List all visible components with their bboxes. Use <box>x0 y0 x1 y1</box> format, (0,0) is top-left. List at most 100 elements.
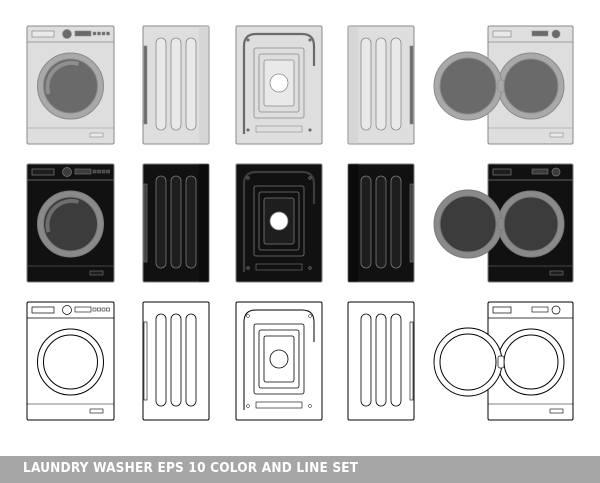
side-shade <box>348 164 358 282</box>
bolt-icon <box>308 404 312 408</box>
display-screen <box>531 168 549 175</box>
base-strip <box>255 125 303 133</box>
side-shade <box>348 26 358 144</box>
detergent-drawer <box>31 306 55 314</box>
caption-text: LAUNDRY WASHER EPS 10 COLOR AND LINE SET <box>23 460 359 476</box>
bolt-icon <box>308 266 312 270</box>
bolt-icon <box>246 128 250 132</box>
drum-opening <box>503 196 559 252</box>
program-knob-icon <box>62 167 72 177</box>
side-rib <box>185 313 197 407</box>
open-door-glass <box>439 333 497 391</box>
panel-button <box>92 169 97 174</box>
filter-hatch <box>549 132 564 138</box>
drum-opening <box>503 334 559 390</box>
washer-back-black <box>235 163 323 283</box>
door-glass <box>43 58 98 114</box>
back-port-icon <box>269 211 289 231</box>
washer-left-side-line <box>142 301 210 421</box>
back-port-icon <box>269 349 289 369</box>
side-rib <box>185 175 197 269</box>
panel-button <box>92 307 97 312</box>
door-edge <box>409 183 414 263</box>
washer-left-side-gray <box>142 25 210 145</box>
door-hinge <box>497 217 505 231</box>
bolt-icon <box>246 404 250 408</box>
door-edge <box>143 45 148 125</box>
bolt-icon <box>246 314 250 318</box>
washer-front-line <box>26 301 115 421</box>
program-knob-icon <box>62 29 72 39</box>
glass-reflection <box>45 60 80 95</box>
side-rib <box>390 313 402 407</box>
side-rib <box>170 313 182 407</box>
door-hinge <box>497 79 505 93</box>
open-door-glass <box>439 195 497 253</box>
glass-reflection <box>45 198 80 233</box>
side-shade <box>199 26 209 144</box>
hose-outline <box>242 170 316 272</box>
panel-button <box>101 169 106 174</box>
panel-button <box>97 169 101 174</box>
washer-back-line <box>235 301 323 421</box>
panel-button <box>106 169 110 174</box>
detergent-drawer <box>492 306 512 314</box>
display-screen <box>74 30 92 37</box>
side-shade <box>199 164 209 282</box>
door-edge <box>143 183 148 263</box>
panel-button <box>106 31 110 36</box>
side-rib <box>170 37 182 131</box>
filter-hatch <box>549 270 564 276</box>
display-screen <box>531 30 549 37</box>
door-edge <box>409 321 414 401</box>
side-rib <box>375 37 387 131</box>
filter-hatch <box>89 408 104 414</box>
washer-front-open-line <box>433 301 574 421</box>
hose-outline <box>242 32 316 134</box>
bolt-icon <box>308 314 312 318</box>
side-rib <box>360 175 372 269</box>
filter-hatch <box>89 132 104 138</box>
side-rib <box>155 313 167 407</box>
bolt-icon <box>246 176 250 180</box>
display-screen <box>74 168 92 175</box>
door-glass <box>43 196 98 252</box>
washer-back-gray <box>235 25 323 145</box>
bolt-icon <box>246 38 250 42</box>
detergent-drawer <box>492 30 512 38</box>
program-knob-icon <box>62 305 72 315</box>
program-knob-icon <box>551 305 561 315</box>
side-rib <box>155 175 167 269</box>
panel-button <box>97 31 101 36</box>
caption-bar: LAUNDRY WASHER EPS 10 COLOR AND LINE SET <box>0 456 600 483</box>
side-rib <box>390 175 402 269</box>
side-rib <box>170 175 182 269</box>
filter-hatch <box>549 408 564 414</box>
detergent-drawer <box>31 30 55 38</box>
side-rib <box>185 37 197 131</box>
bolt-icon <box>308 38 312 42</box>
side-rib <box>360 313 372 407</box>
washer-right-side-line <box>347 301 415 421</box>
side-rib <box>375 175 387 269</box>
panel-button <box>101 307 106 312</box>
detergent-drawer <box>31 168 55 176</box>
washer-illustration-set <box>26 25 574 421</box>
washer-front-black <box>26 163 115 283</box>
back-port-icon <box>269 73 289 93</box>
bolt-icon <box>246 266 250 270</box>
base-strip <box>255 401 303 409</box>
washer-left-side-black <box>142 163 210 283</box>
program-knob-icon <box>551 29 561 39</box>
door-hinge <box>497 355 505 369</box>
panel-button <box>106 307 110 312</box>
washer-front-gray <box>26 25 115 145</box>
drum-opening <box>503 58 559 114</box>
base-strip <box>255 263 303 271</box>
door-edge <box>143 321 148 401</box>
program-knob-icon <box>551 167 561 177</box>
open-door-glass <box>439 57 497 115</box>
side-rib <box>375 313 387 407</box>
panel-button <box>97 307 101 312</box>
hose-outline <box>243 309 315 410</box>
